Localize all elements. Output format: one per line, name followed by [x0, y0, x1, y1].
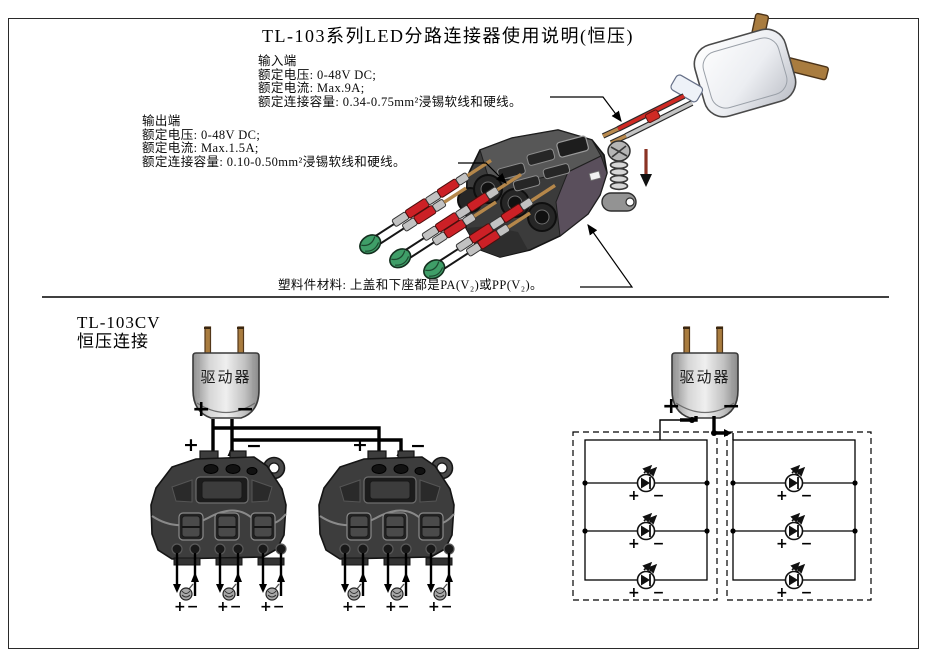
page-border: [8, 18, 919, 649]
polarity-plus: +: [352, 434, 368, 456]
output-spec-block: 输出端 额定电压: 0-48V DC; 额定电流: Max.1.5A; 额定连接…: [142, 114, 406, 169]
output-polarity: +−: [174, 599, 200, 615]
led-wire-assemblies: [359, 159, 556, 280]
led-polarity: + −: [776, 536, 817, 552]
material-note: 塑料件材料: 上盖和下座都是PA(V₂)或PP(V₂)。: [278, 278, 543, 292]
led-wire-assembly: [359, 159, 492, 255]
model-number: TL-103CV: [77, 313, 161, 332]
output-spec-heading: 输出端: [142, 114, 181, 128]
plug-body: [693, 28, 797, 118]
dashed-led-box-1: [572, 431, 718, 601]
output-spec-line: 额定电流: Max.1.5A;: [142, 141, 259, 155]
leader-line-material: [580, 224, 634, 288]
input-spec-line: 额定电压: 0-48V DC;: [258, 67, 377, 82]
led-polarity: + −: [628, 488, 669, 504]
polarity-plus: +: [662, 394, 681, 419]
polarity-plus: +: [183, 434, 199, 456]
wiring-right-diagram: [659, 416, 734, 440]
output-polarity: +−: [217, 599, 243, 615]
polarity-minus: −: [246, 435, 262, 457]
output-polarity: +−: [428, 599, 454, 615]
input-spec-heading: 输入端: [258, 54, 297, 68]
dashed-led-box-2: [726, 431, 872, 601]
tinned-wire-tip: [602, 127, 619, 138]
output-spec-line: 额定连接容量: 0.10-0.50mm²浸锡软线和硬线。: [142, 154, 406, 169]
connector-block-2: [318, 450, 455, 566]
down-arrow-icon: [640, 149, 652, 187]
output-polarity: +−: [260, 599, 286, 615]
section-model-label: TL-103CV 恒压连接: [77, 313, 161, 351]
driver-label-left: 驱动器: [200, 370, 252, 386]
led-string-outline-2: [732, 439, 856, 581]
screw-spring-illustration: [601, 140, 637, 212]
led-polarity: + −: [628, 536, 669, 552]
output-polarity: +−: [342, 599, 368, 615]
input-spec-line: 额定连接容量: 0.34-0.75mm²浸锡软线和硬线。: [258, 94, 522, 109]
connector-levers: [178, 512, 276, 541]
polarity-plus: +: [192, 397, 211, 422]
leader-line-output: [458, 162, 507, 184]
connector-3d-illustration: [457, 129, 652, 258]
led-circuit-diagram: [572, 416, 872, 601]
driver-plug-illustration: [601, 12, 829, 146]
input-spec-line: 额定电流: Max.9A;: [258, 81, 365, 95]
connector-top-levers: [497, 135, 602, 192]
input-wire-gray: [625, 101, 693, 138]
led-polarity: + −: [776, 585, 817, 601]
page-title: TL-103系列LED分路连接器使用说明(恒压): [262, 26, 634, 46]
input-spec-block: 输入端 额定电压: 0-48V DC; 额定电流: Max.9A; 额定连接容量…: [258, 54, 522, 109]
polarity-minus: −: [410, 435, 426, 457]
output-polarity: +−: [385, 599, 411, 615]
driver-label-right: 驱动器: [679, 370, 731, 386]
connector-bottom-holes: [171, 543, 287, 555]
led-polarity: + −: [776, 488, 817, 504]
connection-mode: 恒压连接: [77, 332, 149, 351]
output-wires-left: [173, 553, 453, 600]
output-spec-line: 额定电压: 0-48V DC;: [142, 127, 261, 142]
leader-line-input: [550, 96, 622, 122]
junction-dots: [582, 480, 858, 534]
led-string-outline-1: [584, 439, 708, 581]
red-crimp-band: [645, 109, 661, 123]
polarity-minus: −: [722, 394, 741, 419]
connector-block-1: [150, 450, 287, 566]
led-polarity: + −: [628, 585, 669, 601]
polarity-minus: −: [236, 397, 255, 422]
driver-left-illustration: [192, 326, 260, 419]
